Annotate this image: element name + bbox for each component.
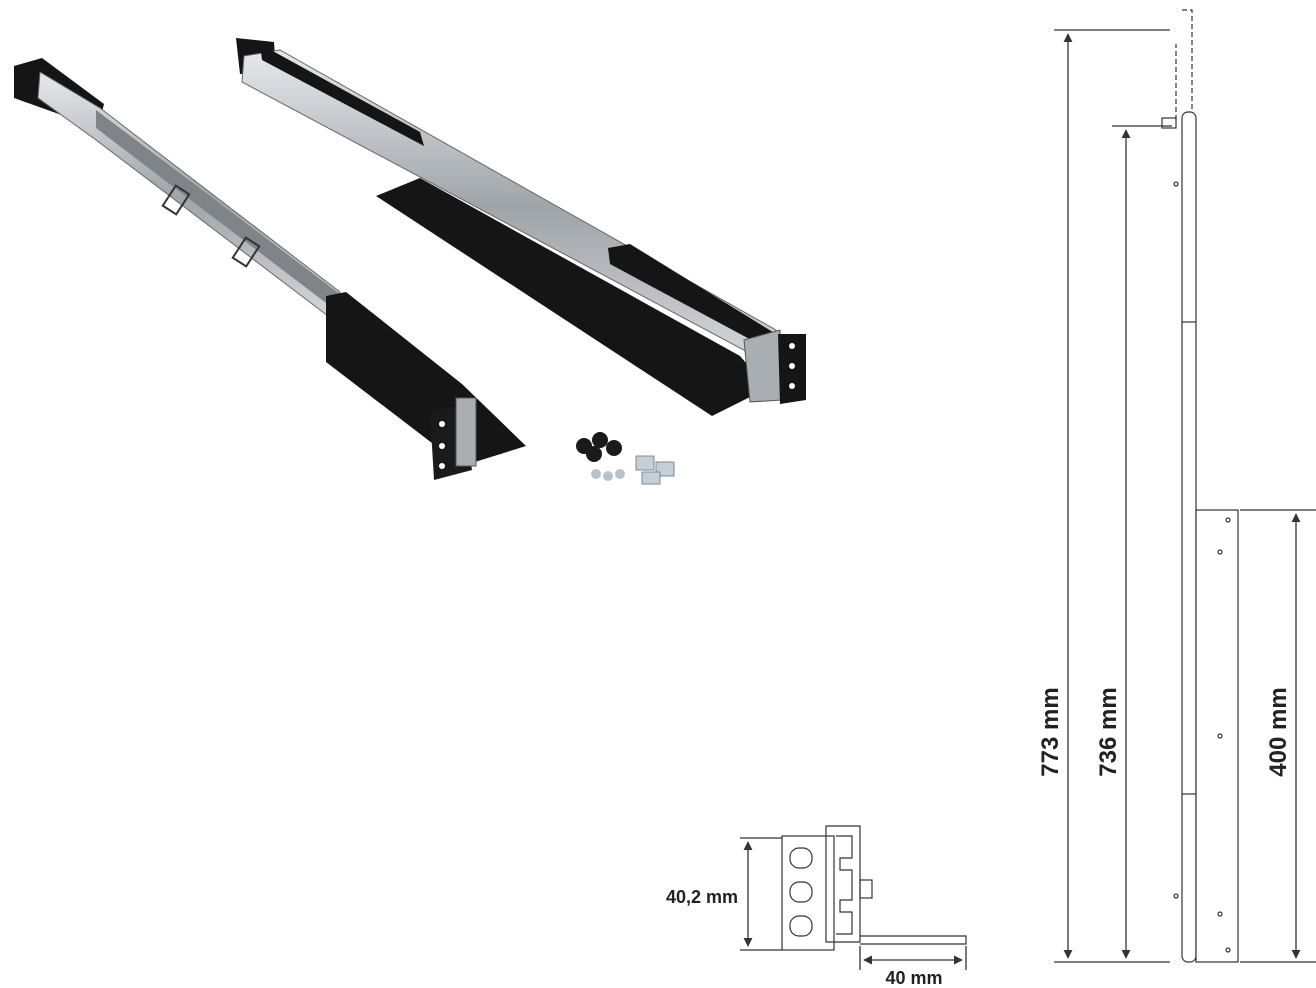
screws-and-nuts: [576, 432, 675, 485]
front-view-drawing: [781, 825, 967, 951]
width-label: 40 mm: [885, 968, 942, 988]
left-rail-photo: [14, 58, 526, 480]
bracket-length-label: 400 mm: [1265, 687, 1292, 776]
dimension-lines: [740, 29, 1316, 970]
height-label: 40,2 mm: [666, 887, 738, 907]
total-length-label: 773 mm: [1037, 687, 1064, 776]
rail-length-label: 736 mm: [1095, 687, 1122, 776]
side-view-drawing: [1161, 9, 1239, 963]
right-rail-photo: [236, 38, 806, 416]
